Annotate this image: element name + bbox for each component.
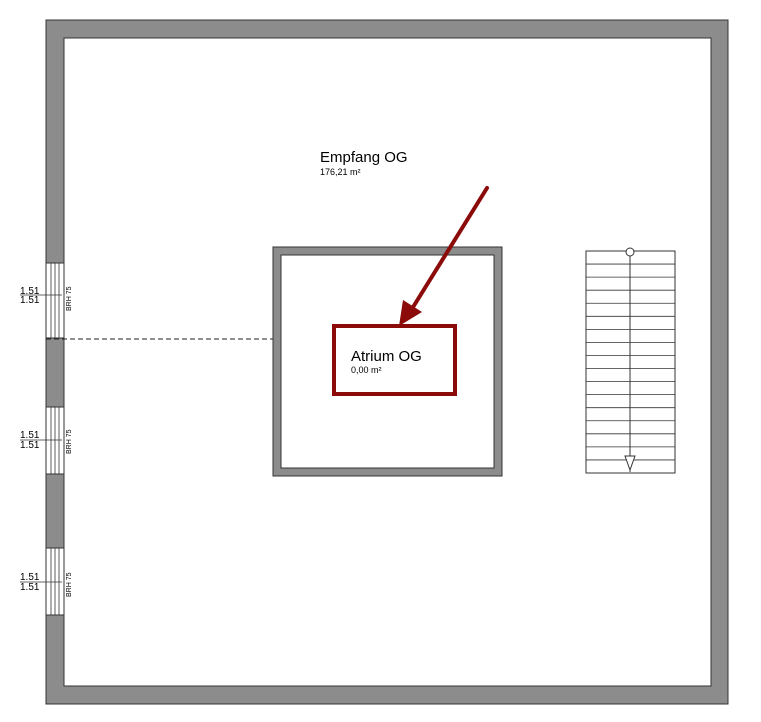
callout-arrow-icon [399, 186, 489, 326]
window-3-sill: BRH 75 [66, 572, 73, 597]
room-area-main: 176,21 m² [320, 167, 361, 177]
window-2-label: 1.51 1.51 BRH 75 [20, 429, 73, 454]
highlight-box [332, 324, 457, 396]
window-3-label: 1.51 1.51 BRH 75 [20, 572, 73, 597]
window-2-sill: BRH 75 [66, 429, 73, 454]
window-1-width: 1.51 [20, 286, 40, 297]
window-3 [45, 547, 65, 616]
room-name-main: Empfang OG [320, 149, 408, 166]
room-label-main: Empfang OG 176,21 m² [320, 149, 408, 177]
room-name-atrium: Atrium OG [351, 348, 422, 365]
window-2-height: 1.51 [20, 440, 40, 451]
stair-direction-arrow-icon [624, 455, 636, 472]
window-2 [45, 406, 65, 475]
atrium-wall [272, 246, 503, 477]
window-1-sill: BRH 75 [66, 286, 73, 311]
window-3-height: 1.51 [20, 582, 40, 593]
window-1-label: 1.51 1.51 BRH 75 [20, 286, 73, 311]
room-area-atrium: 0,00 m² [351, 365, 382, 375]
window-3-width: 1.51 [20, 572, 40, 583]
stair-start-circle [625, 247, 635, 257]
staircase [585, 247, 676, 474]
room-label-atrium: Atrium OG 0,00 m² [351, 348, 422, 375]
window-1 [45, 262, 65, 339]
window-2-width: 1.51 [20, 430, 40, 441]
window-1-height: 1.51 [20, 295, 40, 306]
